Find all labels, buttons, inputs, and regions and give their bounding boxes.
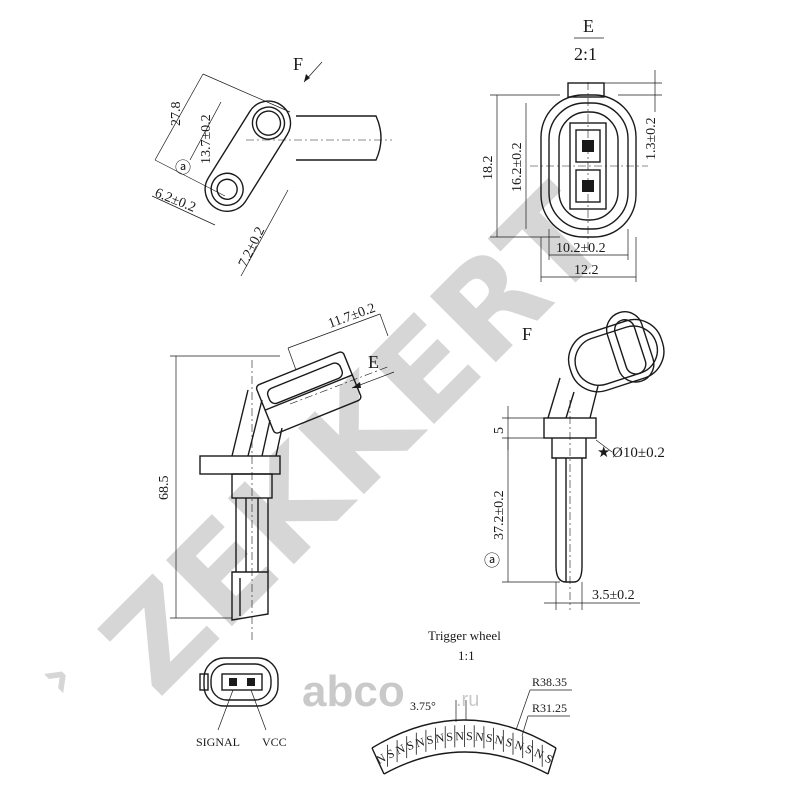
dim-27-8-line [154, 73, 204, 161]
dim-16-2: 16.2±0.2 [510, 142, 525, 192]
watermark: ZEKKERT › abco .ru [23, 160, 637, 722]
dim-7-2: 7.2±0.2 [236, 225, 268, 270]
side-connector-head [255, 351, 362, 434]
dim-13-7: 13.7±0.2 [199, 114, 214, 164]
connector-pinout: SIGNAL VCC [196, 657, 287, 749]
trigger-wheel-pole: S [466, 729, 473, 743]
trigger-wheel-pole: S [446, 729, 454, 744]
f-arrow-label: F [293, 54, 303, 74]
dim-12-2: 12.2 [574, 263, 599, 278]
trigger-wheel-pole: S [425, 732, 435, 747]
trigger-wheel-pole: N [455, 729, 464, 743]
connector-latch [567, 82, 605, 98]
pinout-housing-inner [210, 663, 272, 701]
dim-10-2: 10.2±0.2 [556, 241, 606, 256]
side-tip [231, 571, 269, 621]
view-e: E 2:1 18.2 16.2±0.2 1.3±0.2 10.2±0.2 12. [481, 16, 662, 282]
f-shaft [555, 458, 583, 583]
pinout-pin-signal [229, 678, 237, 686]
pinout-housing-outer [203, 657, 279, 707]
trigger-wheel-pole: N [414, 734, 427, 750]
pinout-cavity [221, 673, 263, 691]
trigger-wheel-pole: S [504, 735, 514, 750]
trigger-wheel-r-inner: R31.25 [532, 701, 567, 715]
dim-27-8: 27.8 [169, 102, 184, 127]
f-arrow-head [304, 74, 310, 82]
section-e-letter: E [368, 352, 379, 372]
trigger-wheel-inner-arc [383, 751, 549, 775]
pinout-label-vcc: VCC [262, 735, 287, 749]
dim-star: ★ [597, 445, 610, 461]
trigger-wheel-scale: 1:1 [458, 648, 475, 663]
trigger-wheel-pole: N [434, 730, 445, 745]
side-shaft [235, 498, 269, 572]
dim-3-5: 3.5±0.2 [592, 588, 635, 603]
pinout-label-signal: SIGNAL [196, 735, 240, 749]
trigger-wheel-pole: N [494, 732, 506, 748]
dim-10-dia: Ø10±0.2 [612, 445, 665, 461]
trigger-wheel-pole: S [485, 731, 494, 746]
dim-37-2: 37.2±0.2 [492, 490, 507, 540]
trigger-wheel-outer-arc [371, 719, 557, 749]
dim-18-2: 18.2 [481, 156, 496, 181]
datum-a-side: ⓐ [484, 552, 500, 570]
view-f-letter: F [522, 324, 532, 344]
dim-68-5: 68.5 [157, 476, 172, 501]
dim-1-3: 1.3±0.2 [644, 117, 659, 160]
pinout-pin-vcc [247, 678, 255, 686]
trigger-wheel-r-outer: R38.35 [532, 675, 567, 689]
dim-5: 5 [492, 427, 507, 434]
sensor-barrel [296, 115, 382, 161]
trigger-wheel-pole: S [523, 742, 535, 757]
abco-logo-text: abco [302, 667, 405, 716]
trigger-wheel-pole: S [405, 738, 416, 753]
dim-6-2: 6.2±0.2 [153, 186, 198, 216]
pinout-latch [199, 673, 209, 691]
view-e-scale: 2:1 [574, 44, 597, 64]
datum-a-top: ⓐ [175, 159, 191, 177]
abco-logo: abco .ru [302, 667, 479, 716]
trigger-wheel-pole: N [474, 729, 484, 744]
view-top-left: F 27.8 13.7±0.2 ⓐ 6.2±0.2 7.2±0.2 [151, 54, 392, 277]
view-e-letter: E [583, 16, 594, 36]
trigger-wheel-title: Trigger wheel [428, 628, 501, 643]
f-connector-head [567, 311, 665, 393]
f-collar [551, 438, 587, 459]
trigger-wheel-angle: 3.75° [410, 699, 436, 713]
chevron-watermark: › [23, 644, 90, 711]
side-stem [231, 389, 283, 457]
view-f: F 5 ★ Ø10±0.2 37.2±0.2 ⓐ 3.5±0.2 [484, 311, 665, 610]
abco-logo-suffix: .ru [456, 689, 479, 711]
